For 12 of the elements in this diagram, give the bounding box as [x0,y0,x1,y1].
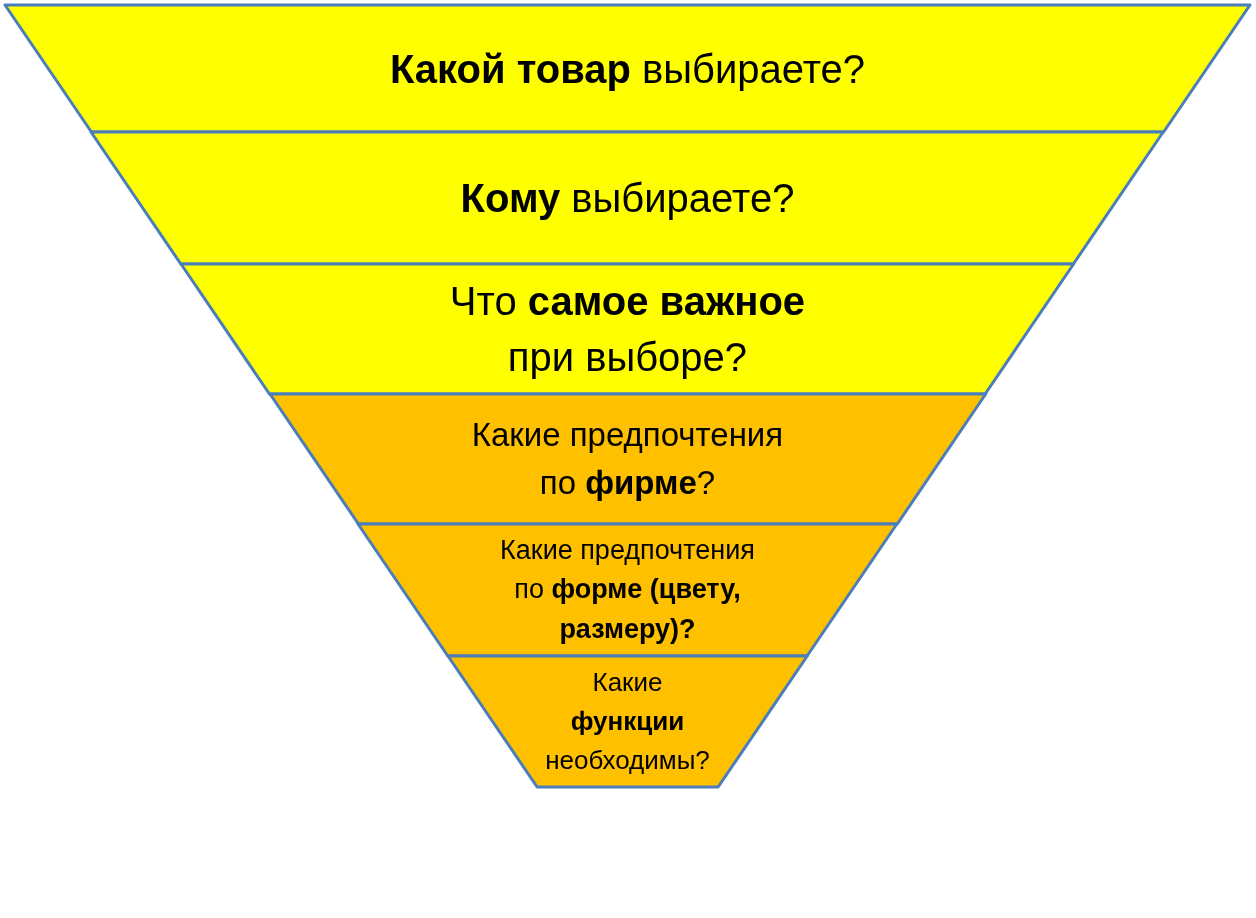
funnel-section [179,262,1076,396]
funnel-section [445,654,810,789]
question-text: Какие предпочтения по форме (цвету, размеру)? [499,534,756,646]
funnel-section [89,130,1166,266]
question-text: Какие предпочтения по фирме? [470,415,785,503]
question-text: Кому выбираете? [460,175,795,222]
funnel-section [3,3,1252,134]
question-text: Какой товар выбираете? [389,45,866,93]
funnel-section [267,392,988,526]
question-text: Что самое важное при выборе? [448,278,807,381]
funnel-section [356,522,899,658]
question-text: Какие функции необходимы? [544,666,711,777]
